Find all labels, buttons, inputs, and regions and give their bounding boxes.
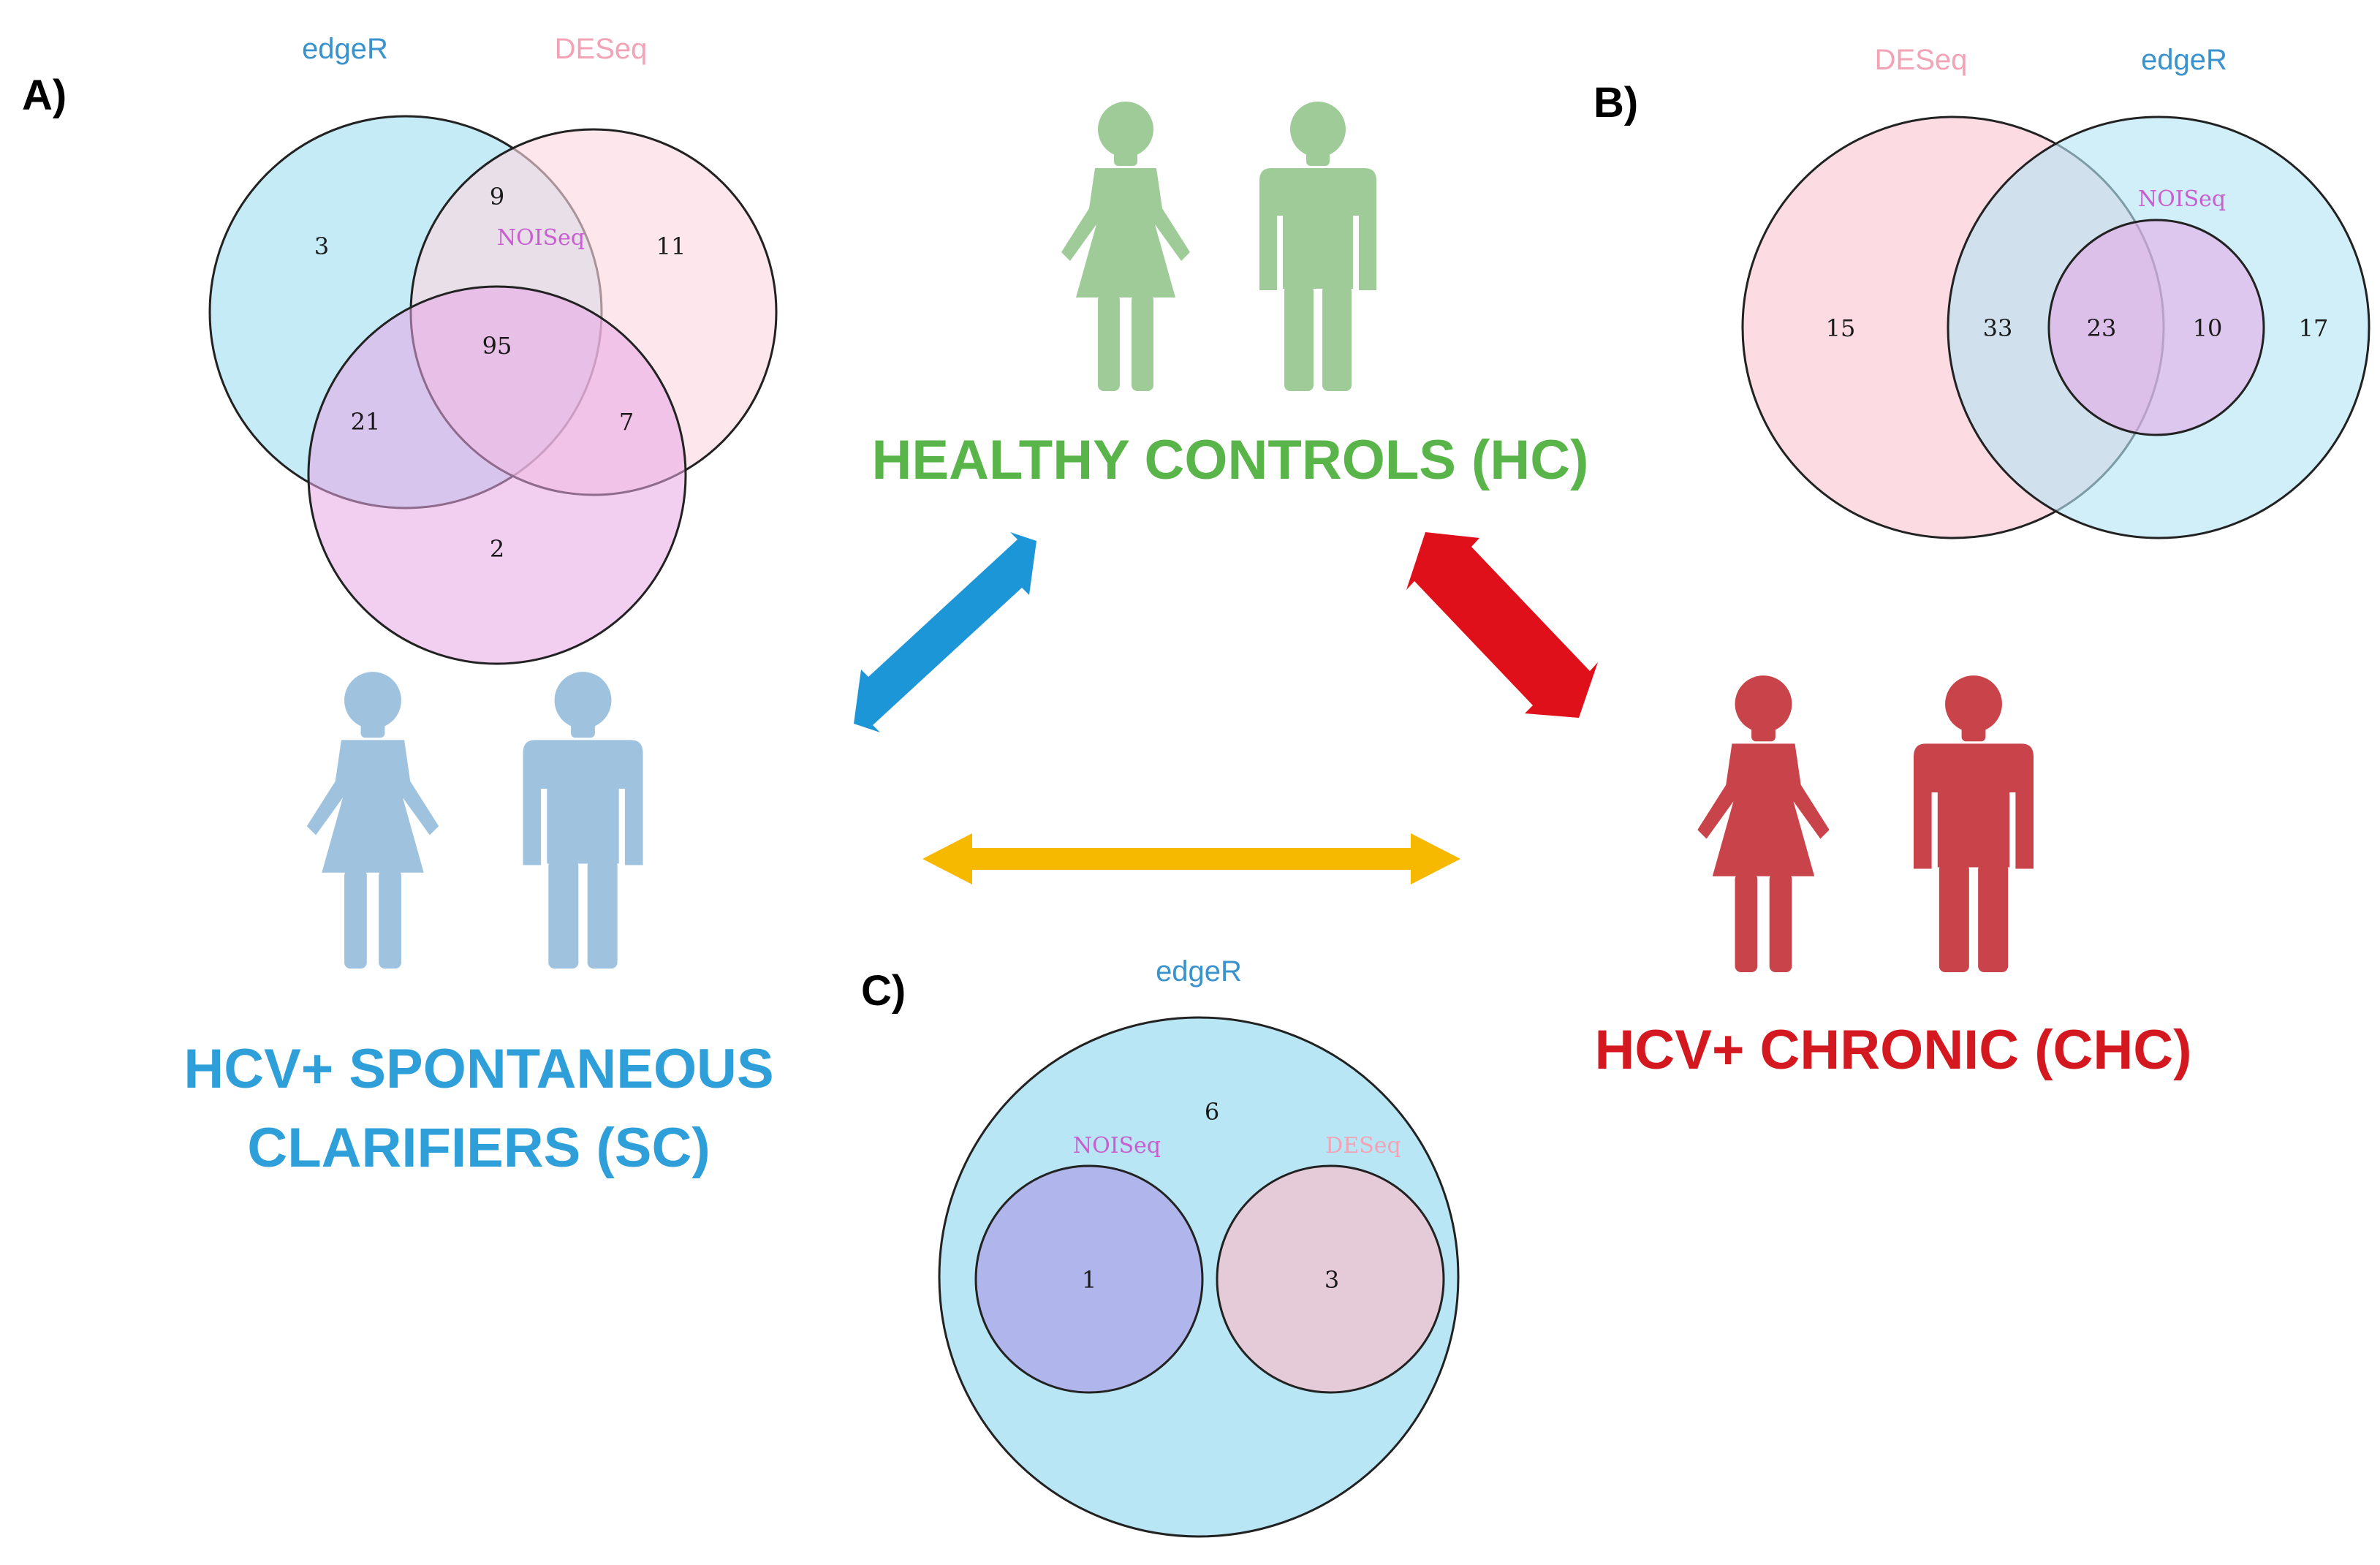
panel-c-label: C) — [861, 967, 906, 1015]
male-person-icon — [523, 672, 643, 969]
male-person-icon — [1259, 102, 1376, 391]
panel-a: A) edgeR DESeq NOISeq 3 9 11 95 21 7 2 — [22, 33, 778, 665]
panel-c-region-deseq: 3 — [1324, 1266, 1339, 1294]
panel-b: B) DESeq edgeR NOISeq 15 33 23 10 17 — [1593, 44, 2370, 539]
spontaneous-clarifiers-group: HCV+ SPONTANEOUS CLARIFIERS (SC) — [183, 672, 774, 1179]
panel-c-edger-label: edgeR — [1156, 955, 1242, 988]
chc-label: HCV+ CHRONIC (CHC) — [1595, 1019, 2192, 1081]
healthy-controls-label: HEALTHY CONTROLS (HC) — [872, 429, 1589, 491]
panel-c: C) edgeR NOISeq DESeq 6 1 3 — [861, 955, 1460, 1538]
panel-b-label: B) — [1593, 79, 1638, 126]
female-person-icon — [1697, 675, 1830, 972]
sc-label-line2: CLARIFIERS (SC) — [247, 1117, 710, 1179]
panel-a-region-deseq-only: 11 — [656, 232, 686, 260]
panel-c-region-noiseq: 1 — [1082, 1266, 1096, 1294]
female-person-icon — [1061, 102, 1190, 391]
panel-c-noiseq-circle — [974, 1164, 1204, 1394]
panel-a-region-edger-deseq: 9 — [490, 183, 504, 211]
chronic-group: HCV+ CHRONIC (CHC) — [1595, 675, 2192, 1081]
sc-label-line1: HCV+ SPONTANEOUS — [183, 1038, 773, 1100]
panel-a-noiseq-label: NOISeq — [497, 225, 585, 251]
panel-c-noiseq-label: NOISeq — [1073, 1133, 1161, 1159]
panel-a-region-all-three: 95 — [482, 332, 512, 360]
panel-b-noiseq-label: NOISeq — [2138, 186, 2226, 212]
panel-b-region-deseq-edger: 33 — [1983, 314, 2013, 342]
panel-b-deseq-label: DESeq — [1875, 44, 1968, 76]
panel-b-region-edger-noiseq: 10 — [2193, 314, 2223, 342]
panel-a-region-noiseq-only: 2 — [490, 535, 504, 563]
panel-c-region-edger-only: 6 — [1205, 1098, 1219, 1126]
panel-b-region-all-three: 23 — [2087, 314, 2117, 342]
panel-a-edger-label: edgeR — [302, 33, 388, 65]
panel-a-noiseq-circle — [307, 285, 687, 665]
panel-b-noiseq-circle — [2047, 219, 2265, 436]
panel-a-region-edger-noiseq: 21 — [351, 408, 381, 436]
panel-b-region-edger-only: 17 — [2299, 314, 2329, 342]
comparison-arrows — [854, 532, 1598, 884]
panel-c-deseq-circle — [1216, 1164, 1445, 1394]
panel-a-region-deseq-noiseq: 7 — [619, 408, 634, 436]
double-headed-arrow-icon — [1406, 532, 1598, 718]
panel-a-label: A) — [22, 72, 67, 119]
healthy-controls-group: HEALTHY CONTROLS (HC) — [872, 102, 1589, 491]
panel-b-edger-label: edgeR — [2141, 44, 2227, 76]
panel-c-deseq-label: DESeq — [1325, 1133, 1401, 1159]
panel-a-deseq-label: DESeq — [555, 33, 648, 65]
male-person-icon — [1914, 675, 2034, 972]
double-headed-arrow-icon — [922, 833, 1460, 884]
female-person-icon — [306, 672, 439, 969]
double-headed-arrow-icon — [854, 532, 1036, 732]
panel-a-region-edger-only: 3 — [314, 232, 329, 260]
panel-b-region-deseq-only: 15 — [1826, 314, 1856, 342]
